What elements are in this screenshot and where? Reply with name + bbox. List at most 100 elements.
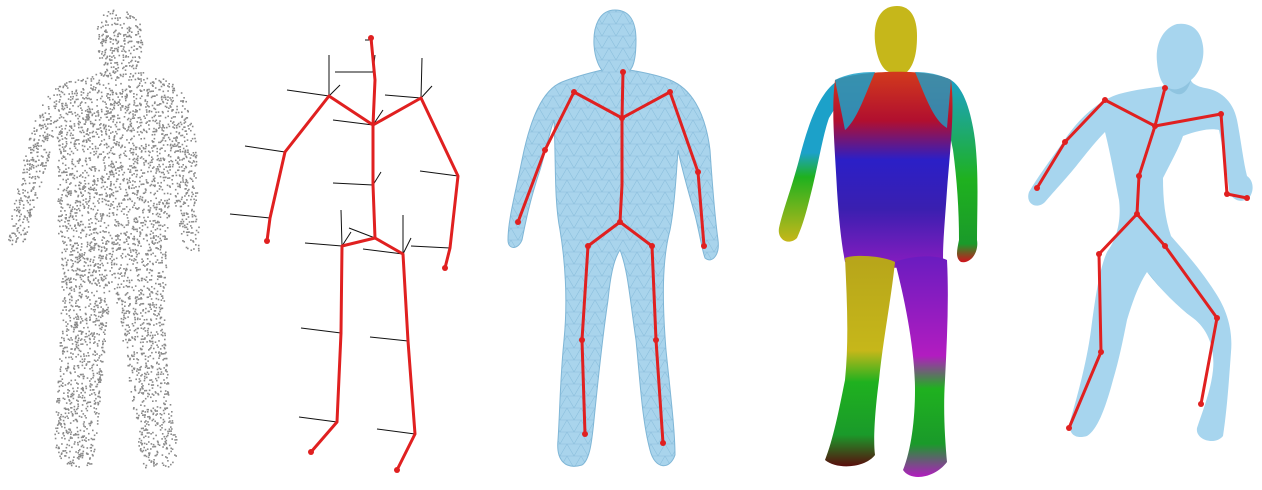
point-cloud-point (26, 169, 28, 171)
point-cloud-point (74, 371, 76, 373)
point-cloud-point (70, 135, 72, 137)
point-cloud-point (62, 353, 64, 355)
point-cloud-point (182, 177, 184, 179)
point-cloud-point (90, 275, 92, 277)
point-cloud-point (93, 451, 95, 453)
point-cloud-point (108, 11, 110, 13)
point-cloud-point (29, 212, 31, 214)
point-cloud-point (100, 213, 102, 215)
point-cloud-point (73, 218, 75, 220)
point-cloud-point (180, 181, 182, 183)
point-cloud-point (145, 367, 147, 369)
point-cloud-point (66, 330, 68, 332)
point-cloud-point (139, 304, 141, 306)
point-cloud-point (75, 115, 77, 117)
skeleton-figure (225, 0, 490, 490)
point-cloud-point (71, 339, 73, 341)
point-cloud-point (108, 225, 110, 227)
point-cloud-point (94, 247, 96, 249)
point-cloud-point (111, 52, 113, 54)
point-cloud-point (183, 97, 185, 99)
point-cloud-point (93, 321, 95, 323)
point-cloud-point (134, 238, 136, 240)
point-cloud-point (68, 223, 70, 225)
point-cloud-point (137, 318, 139, 320)
point-cloud-point (130, 119, 132, 121)
point-cloud-point (70, 429, 72, 431)
point-cloud-point (60, 458, 62, 460)
point-cloud-point (60, 175, 62, 177)
point-cloud-point (138, 41, 140, 43)
point-cloud-point (59, 226, 61, 228)
point-cloud-point (115, 191, 117, 193)
point-cloud-point (80, 374, 82, 376)
point-cloud-point (114, 263, 116, 265)
point-cloud-point (127, 199, 129, 201)
point-cloud-point (182, 179, 184, 181)
point-cloud-point (135, 259, 137, 261)
point-cloud-point (150, 249, 152, 251)
point-cloud-point (91, 314, 93, 316)
point-cloud-point (58, 381, 60, 383)
point-cloud-point (83, 89, 85, 91)
point-cloud-point (129, 296, 131, 298)
point-cloud-point (96, 333, 98, 335)
point-cloud-point (144, 319, 146, 321)
point-cloud-point (75, 341, 77, 343)
point-cloud-point (195, 152, 197, 154)
point-cloud-point (129, 76, 131, 78)
point-cloud-point (81, 279, 83, 281)
point-cloud-point (61, 345, 63, 347)
point-cloud-point (162, 133, 164, 135)
point-cloud-point (98, 340, 100, 342)
point-cloud-point (59, 140, 61, 142)
point-cloud-point (126, 280, 128, 282)
point-cloud-point (90, 303, 92, 305)
point-cloud-point (70, 213, 72, 215)
point-cloud-point (73, 434, 75, 436)
point-cloud-point (186, 199, 188, 201)
point-cloud-point (69, 207, 71, 209)
point-cloud-point (72, 98, 74, 100)
point-cloud-point (89, 261, 91, 263)
point-cloud-point (92, 272, 94, 274)
point-cloud-point (58, 90, 60, 92)
point-cloud-point (63, 281, 65, 283)
point-cloud-point (160, 317, 162, 319)
point-cloud-point (91, 447, 93, 449)
point-cloud-point (110, 235, 112, 237)
point-cloud-point (89, 196, 91, 198)
point-cloud-point (148, 457, 150, 459)
point-cloud-point (195, 195, 197, 197)
point-cloud-point (92, 109, 94, 111)
point-cloud-point (167, 96, 169, 98)
point-cloud-point (87, 95, 89, 97)
point-cloud-point (81, 397, 83, 399)
point-cloud-point (101, 194, 103, 196)
point-cloud-point (63, 190, 65, 192)
point-cloud-point (164, 206, 166, 208)
point-cloud-point (11, 233, 13, 235)
point-cloud-point (64, 137, 66, 139)
point-cloud-point (158, 444, 160, 446)
point-cloud-point (111, 56, 113, 58)
point-cloud-point (95, 115, 97, 117)
point-cloud-point (145, 189, 147, 191)
point-cloud-point (123, 35, 125, 37)
point-cloud-point (192, 240, 194, 242)
point-cloud-point (106, 144, 108, 146)
point-cloud-point (77, 408, 79, 410)
point-cloud-point (113, 167, 115, 169)
point-cloud-point (86, 323, 88, 325)
point-cloud-point (123, 280, 125, 282)
point-cloud-point (125, 294, 127, 296)
point-cloud-point (182, 219, 184, 221)
point-cloud-point (159, 208, 161, 210)
point-cloud-point (12, 240, 14, 242)
point-cloud-point (101, 53, 103, 55)
point-cloud-point (100, 374, 102, 376)
point-cloud-point (65, 455, 67, 457)
point-cloud-point (75, 379, 77, 381)
point-cloud-point (124, 108, 126, 110)
point-cloud-point (77, 383, 79, 385)
